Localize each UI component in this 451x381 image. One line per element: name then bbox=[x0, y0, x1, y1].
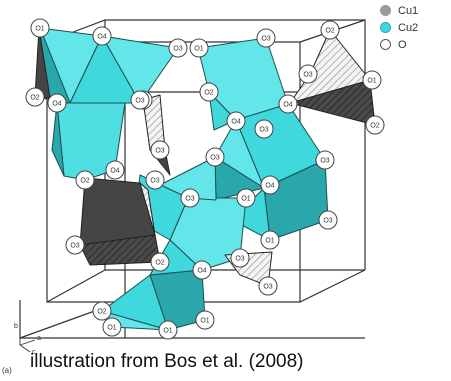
figure-caption: illustration from Bos et al. (2008) bbox=[30, 351, 304, 372]
oxygen-atom: O1 bbox=[102, 317, 122, 337]
oxygen-atom-label: O2 bbox=[155, 260, 164, 267]
oxygen-atom: O2 bbox=[150, 252, 170, 272]
oxygen-atom: O4 bbox=[226, 111, 246, 131]
oxygen-atom: O3 bbox=[298, 64, 318, 84]
oxygen-atom-label: O3 bbox=[173, 46, 182, 53]
oxygen-atom: O3 bbox=[258, 276, 278, 296]
oxygen-atom: O4 bbox=[47, 93, 67, 113]
oxygen-atom-label: O2 bbox=[80, 178, 89, 185]
oxygen-atom: O2 bbox=[320, 20, 340, 40]
oxygen-atom-label: O3 bbox=[259, 127, 268, 134]
oxygen-atom-label: O2 bbox=[204, 90, 213, 97]
legend-item-cu1: Cu1 bbox=[380, 2, 450, 19]
oxygen-atom-label: O2 bbox=[370, 123, 379, 130]
axis-label-c: c bbox=[32, 349, 36, 356]
oxygen-atom: O3 bbox=[315, 150, 335, 170]
oxygen-atom: O2 bbox=[25, 87, 45, 107]
oxygen-atom: O2 bbox=[365, 115, 385, 135]
oxygen-atom: O2 bbox=[75, 170, 95, 190]
oxygen-atom-label: O1 bbox=[194, 46, 203, 53]
oxygen-atom: O1 bbox=[30, 18, 50, 38]
oxygen-atom: O4 bbox=[278, 94, 298, 114]
oxygen-atom: O3 bbox=[205, 147, 225, 167]
oxygen-atom: O4 bbox=[92, 26, 112, 46]
oxygen-atom: O3 bbox=[65, 235, 85, 255]
legend-label-o: O bbox=[398, 38, 407, 51]
oxygen-atom-label: O3 bbox=[303, 72, 312, 79]
oxygen-atom-label: O3 bbox=[235, 256, 244, 263]
legend-label-cu1: Cu1 bbox=[398, 4, 419, 17]
oxygen-atom: O1 bbox=[236, 188, 256, 208]
oxygen-atom-label: O3 bbox=[261, 36, 270, 43]
oxygen-atom: O3 bbox=[150, 140, 170, 160]
oxygen-atom: O3 bbox=[180, 188, 200, 208]
oxygen-atom: O3 bbox=[168, 38, 188, 58]
oxygen-atom-label: O3 bbox=[70, 243, 79, 250]
oxygen-atom: O3 bbox=[254, 119, 274, 139]
oxygen-atom-label: O3 bbox=[323, 218, 332, 225]
legend: Cu1 Cu2 O bbox=[380, 2, 450, 53]
oxygen-atom: O1 bbox=[158, 320, 178, 340]
oxygen-atom: O4 bbox=[192, 260, 212, 280]
oxygen-atom-label: O1 bbox=[35, 26, 44, 33]
oxygen-atom-label: O1 bbox=[200, 318, 209, 325]
oxygen-atom: O1 bbox=[260, 230, 280, 250]
oxygen-atom-label: O1 bbox=[107, 325, 116, 332]
cu2-polyhedra bbox=[34, 27, 329, 331]
oxygen-atom-label: O3 bbox=[135, 98, 144, 105]
oxygen-atom-label: O1 bbox=[163, 328, 172, 335]
axis-triad bbox=[19, 327, 36, 353]
oxygen-atom: O4 bbox=[105, 160, 125, 180]
cu1-swatch-icon bbox=[380, 5, 391, 16]
o-swatch-icon bbox=[380, 39, 391, 50]
oxygen-atom-label: O1 bbox=[265, 238, 274, 245]
oxygen-atom-label: O3 bbox=[263, 284, 272, 291]
oxygen-atom-label: O4 bbox=[231, 119, 240, 126]
legend-item-o: O bbox=[380, 36, 450, 53]
oxygen-atom-label: O3 bbox=[210, 155, 219, 162]
oxygen-atom: O1 bbox=[195, 310, 215, 330]
oxygen-atom: O4 bbox=[260, 175, 280, 195]
oxygen-atom-label: O4 bbox=[197, 268, 206, 275]
oxygen-atom-label: O1 bbox=[241, 196, 250, 203]
oxygen-atom: O3 bbox=[230, 248, 250, 268]
oxygen-atom-label: O4 bbox=[110, 168, 119, 175]
oxygen-atom-label: O2 bbox=[30, 95, 39, 102]
oxygen-atom: O3 bbox=[145, 170, 165, 190]
oxygen-atom: O1 bbox=[189, 38, 209, 58]
oxygen-atom-label: O3 bbox=[185, 196, 194, 203]
oxygen-atom-label: O3 bbox=[320, 158, 329, 165]
oxygen-atom-label: O4 bbox=[97, 34, 106, 41]
oxygen-atoms: O1O4O3O1O3O2O1O3O2O2O4O4O2O4O4O3O3O4O3O2… bbox=[25, 18, 385, 340]
oxygen-atom: O1 bbox=[362, 70, 382, 90]
panel-label: (a) bbox=[2, 366, 12, 375]
legend-label-cu2: Cu2 bbox=[398, 21, 419, 34]
oxygen-atom-label: O2 bbox=[325, 28, 334, 35]
oxygen-atom-label: O3 bbox=[155, 148, 164, 155]
oxygen-atom-label: O1 bbox=[367, 78, 376, 85]
oxygen-atom-label: O3 bbox=[150, 178, 159, 185]
legend-item-cu2: Cu2 bbox=[380, 19, 450, 36]
cu1-polyhedra bbox=[34, 27, 376, 287]
oxygen-atom: O3 bbox=[130, 90, 150, 110]
cu2-swatch-icon bbox=[380, 22, 391, 33]
axis-label-b: b bbox=[14, 323, 18, 330]
oxygen-atom: O2 bbox=[199, 82, 219, 102]
oxygen-atom-label: O4 bbox=[283, 102, 292, 109]
oxygen-atom: O3 bbox=[256, 28, 276, 48]
oxygen-atom: O3 bbox=[318, 210, 338, 230]
oxygen-atom-label: O4 bbox=[52, 101, 61, 108]
oxygen-atom-label: O4 bbox=[265, 183, 274, 190]
oxygen-atom-label: O2 bbox=[97, 309, 106, 316]
axis-label-a: a bbox=[37, 335, 41, 342]
oxygen-atom: O2 bbox=[92, 301, 112, 321]
